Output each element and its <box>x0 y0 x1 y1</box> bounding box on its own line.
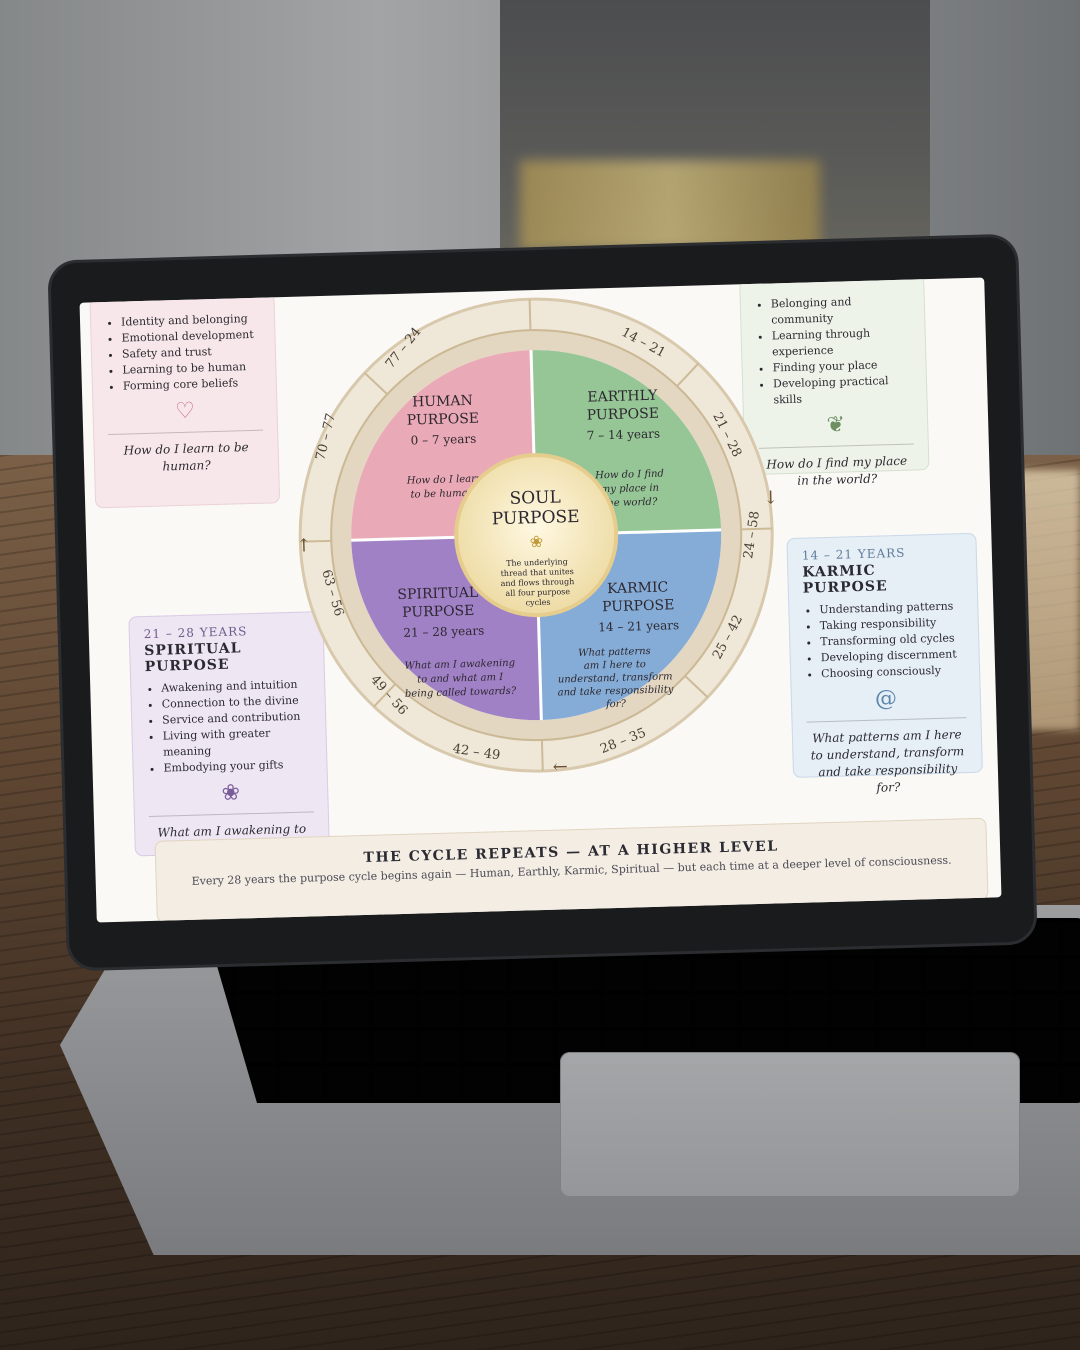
karmic-title: KARMIC <box>607 579 669 597</box>
spiritual-list: Awakening and intuition Connection to th… <box>145 676 313 777</box>
lotus-icon: ❀ <box>221 780 241 806</box>
spiritual-question: being called towards? <box>405 686 517 700</box>
lotus-icon: ❀ <box>529 532 543 551</box>
list-item: Choosing consciously <box>821 662 965 682</box>
karmic-purpose-card: 14 – 21 YEARS KARMIC PURPOSE Understandi… <box>786 532 983 799</box>
background-light <box>520 160 820 250</box>
ring-label: 42 – 49 <box>452 742 502 764</box>
karmic-list: Understanding patterns Taking responsibi… <box>803 598 965 682</box>
center-text: thread that unites <box>501 567 574 578</box>
arrow-left-icon: ← <box>552 756 568 777</box>
purpose-wheel: 14 – 21 21 – 28 24 – 58 25 – 42 28 – 35 … <box>296 297 779 778</box>
spiral-icon: @ <box>874 686 898 712</box>
list-item: Learning through experience <box>772 325 912 361</box>
human-purpose-card: Identity and belonging Emotional develop… <box>89 293 281 509</box>
center-text: and flows through <box>501 577 575 588</box>
human-title: HUMAN <box>412 393 473 411</box>
list-item: Belonging and community <box>771 293 911 329</box>
earthly-title: PURPOSE <box>587 406 660 424</box>
spiritual-title: PURPOSE <box>402 603 475 621</box>
heart-icon: ♡ <box>174 398 196 425</box>
earthly-title: EARTHLY <box>587 388 658 406</box>
karmic-question: understand, transform <box>558 671 673 685</box>
human-title: PURPOSE <box>407 411 480 429</box>
leaf-icon: ❦ <box>826 412 846 438</box>
center-text: cycles <box>526 598 551 608</box>
center-text: all four purpose <box>505 587 570 598</box>
karmic-question: for? <box>605 699 627 711</box>
earthly-years: 7 – 14 years <box>587 427 661 443</box>
spiritual-years: 21 – 28 years <box>403 624 484 640</box>
laptop-screen: Identity and belonging Emotional develop… <box>79 277 1002 923</box>
karmic-question: and take responsibility <box>558 684 674 698</box>
earthly-question: the world? <box>603 497 658 510</box>
spiritual-title: SPIRITUAL PURPOSE <box>144 640 242 676</box>
earthly-question: my place in <box>601 483 660 496</box>
list-item: Embodying your gifts <box>163 756 312 776</box>
karmic-years: 14 – 21 years <box>598 618 679 634</box>
ring-label: 24 – 58 <box>741 510 763 560</box>
karmic-title: KARMIC PURPOSE <box>802 562 888 597</box>
karmic-title: PURPOSE <box>602 597 675 615</box>
ring-separators <box>300 299 773 772</box>
karmic-question: What patterns <box>578 646 651 659</box>
soul-purpose-center <box>454 453 619 618</box>
spiritual-question: to and what am I <box>417 672 504 685</box>
list-item: Developing practical skills <box>773 373 913 409</box>
human-list: Identity and belonging Emotional develop… <box>105 311 262 395</box>
human-question: How do I learn <box>406 474 483 487</box>
human-question: How do I learn to be human? <box>108 429 265 477</box>
earthly-question: How do I find <box>594 469 664 482</box>
earthly-question: How do I find my place in the world? <box>758 443 915 491</box>
center-title: SOUL <box>509 487 561 508</box>
karmic-question: What patterns am I here to understand, t… <box>806 717 969 799</box>
arrow-up-icon: ↑ <box>296 535 312 556</box>
human-question: to be human? <box>410 488 480 501</box>
karmic-question: am I here to <box>584 659 646 672</box>
arrow-down-icon: ↓ <box>763 487 779 508</box>
human-years: 0 – 7 years <box>410 432 476 448</box>
earthly-list: Belonging and community Learning through… <box>755 293 913 409</box>
spiritual-question: What am I awakening <box>404 658 515 672</box>
list-item: Forming core beliefs <box>123 375 262 395</box>
center-text: The underlying <box>506 557 568 568</box>
list-item: Living with greater meaning <box>162 724 312 760</box>
spiritual-title: SPIRITUAL <box>397 585 478 603</box>
laptop-trackpad <box>560 1052 1020 1197</box>
center-title: PURPOSE <box>492 507 580 529</box>
